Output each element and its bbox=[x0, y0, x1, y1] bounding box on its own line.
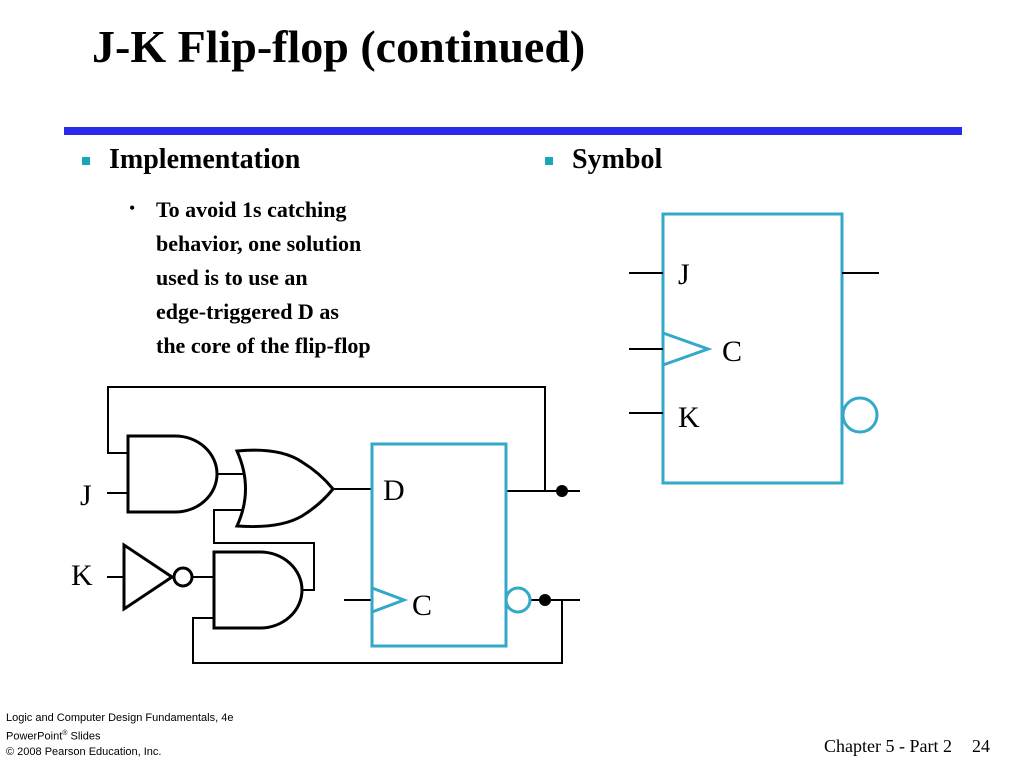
symbol-label-j: J bbox=[678, 258, 690, 291]
and-bottom-to-or-wire bbox=[213, 509, 315, 591]
footer-copyright: Logic and Computer Design Fundamentals, … bbox=[6, 711, 233, 760]
junction-dot-q-bar bbox=[539, 594, 551, 606]
sub-bullet-line: behavior, one solution bbox=[156, 231, 362, 256]
sub-bullet-line: used is to use an bbox=[156, 265, 308, 290]
label-k-input: K bbox=[71, 559, 93, 592]
title-rule bbox=[64, 127, 962, 135]
bullet-square-symbol bbox=[545, 157, 553, 165]
jk-symbol-body bbox=[661, 212, 844, 485]
footer-copyright-line: © 2008 Pearson Education, Inc. bbox=[6, 745, 162, 758]
d-flip-flop bbox=[370, 442, 532, 648]
symbol-label-k: K bbox=[678, 401, 700, 434]
footer-slides: Slides bbox=[67, 730, 101, 743]
sub-bullet-dot: • bbox=[129, 198, 136, 218]
sub-bullet-line: edge-triggered D as bbox=[156, 299, 339, 324]
footer-registered-mark: ® bbox=[62, 730, 68, 737]
jk-symbol bbox=[629, 212, 879, 485]
not-gate bbox=[122, 542, 175, 612]
d-flip-flop-body bbox=[370, 442, 508, 648]
sub-bullet-line: To avoid 1s catching bbox=[156, 197, 347, 222]
bullet-square-implementation bbox=[82, 157, 90, 165]
footer-page-number: 24 bbox=[972, 736, 990, 756]
slide-title: J-K Flip-flop (continued) bbox=[92, 21, 586, 72]
footer-book-title: Logic and Computer Design Fundamentals, … bbox=[6, 712, 234, 724]
symbol-label-c: C bbox=[722, 335, 742, 368]
label-c-pin: C bbox=[412, 589, 432, 622]
footer-slides-line: PowerPoint® Slides bbox=[6, 726, 233, 745]
feedback-wire-q bbox=[107, 386, 546, 490]
jk-symbol-output-bubble bbox=[841, 396, 879, 434]
label-j-input: J bbox=[80, 479, 92, 512]
not-gate-bubble bbox=[172, 566, 194, 588]
sub-bullet-text: To avoid 1s catching behavior, one solut… bbox=[156, 193, 456, 363]
or-gate bbox=[234, 448, 335, 529]
footer-slide-info: Chapter 5 - Part 2 24 bbox=[824, 736, 990, 757]
footer-powerpoint: PowerPoint bbox=[6, 730, 63, 743]
and-gate-top bbox=[126, 434, 219, 514]
and-gate-bottom bbox=[212, 550, 304, 630]
d-flip-flop-clock-triangle bbox=[371, 586, 409, 614]
label-d-pin: D bbox=[383, 474, 405, 507]
d-flip-flop-output-bubble bbox=[504, 586, 532, 614]
feedback-wire-q-bar bbox=[192, 600, 563, 664]
implementation-diagram bbox=[107, 386, 580, 664]
jk-symbol-clock-triangle bbox=[662, 331, 713, 367]
junction-dot-q bbox=[556, 485, 568, 497]
bullet-implementation: Implementation bbox=[109, 144, 301, 175]
footer-chapter: Chapter 5 - Part 2 bbox=[824, 736, 952, 756]
sub-bullet-line: the core of the flip-flop bbox=[156, 333, 371, 358]
bullet-symbol: Symbol bbox=[572, 144, 663, 175]
